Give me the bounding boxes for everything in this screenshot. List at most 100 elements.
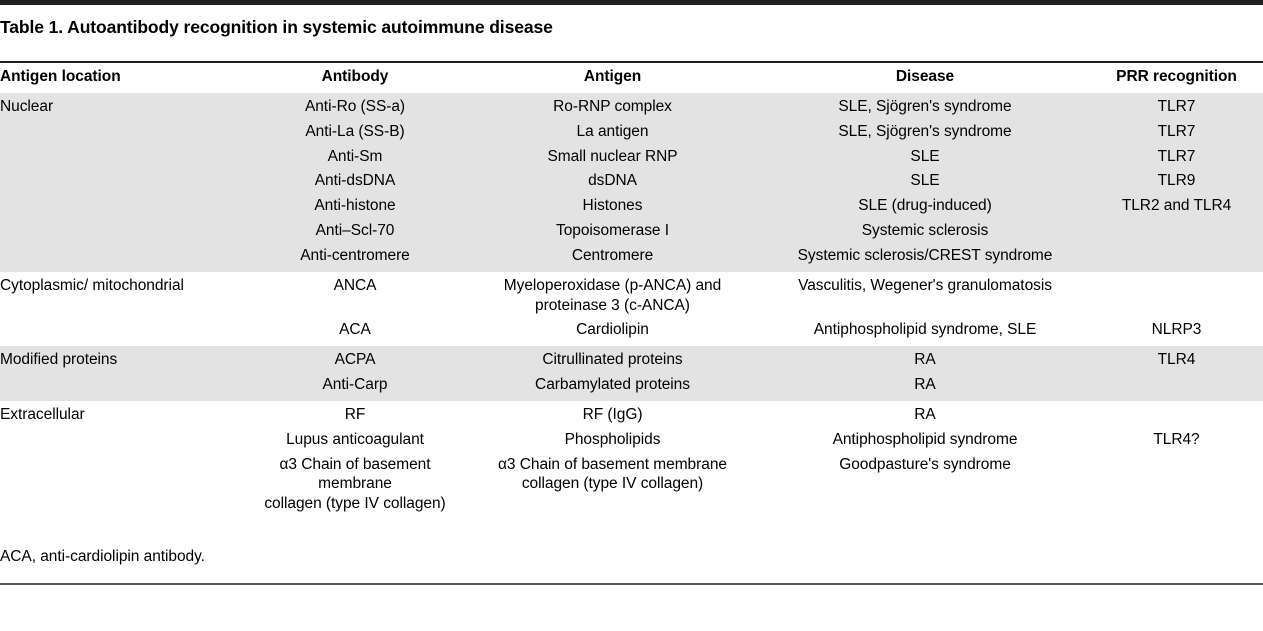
cell-disease: SLE — [760, 144, 1090, 170]
header-top-rule — [0, 61, 1263, 63]
cell-prr: TLR7 — [1090, 93, 1263, 120]
cell-disease: RA — [760, 373, 1090, 401]
cell-antigen_location: Cytoplasmic/ mitochondrial — [0, 271, 245, 319]
cell-antibody: Anti-Ro (SS-a) — [245, 93, 465, 120]
cell-prr: TLR4? — [1090, 427, 1263, 453]
cell-antigen: Topoisomerase I — [465, 219, 760, 244]
cell-antibody: ANCA — [245, 271, 465, 319]
cell-disease: SLE, Sjögren's syndrome — [760, 93, 1090, 120]
cell-prr — [1090, 373, 1263, 401]
cell-antigen: Phospholipids — [465, 427, 760, 453]
cell-prr: NLRP3 — [1090, 318, 1263, 347]
cell-disease: Antiphospholipid syndrome — [760, 427, 1090, 453]
cell-prr — [1090, 400, 1263, 428]
cell-disease: Goodpasture's syndrome — [760, 452, 1090, 521]
cell-antigen: Cardiolipin — [465, 318, 760, 347]
cell-antigen: dsDNA — [465, 169, 760, 195]
column-header-antigen: Antigen — [583, 68, 642, 85]
column-header-disease: Disease — [895, 68, 955, 85]
cell-antigen: Centromere — [465, 243, 760, 272]
cell-antibody: Anti-Sm — [245, 144, 465, 170]
cell-antibody: Anti-La (SS-B) — [245, 119, 465, 145]
cell-disease: SLE, Sjögren's syndrome — [760, 119, 1090, 145]
table-footnote: ACA, anti-cardiolipin antibody. — [0, 548, 205, 565]
cell-antigen_location — [0, 243, 245, 272]
cell-prr — [1090, 271, 1263, 319]
cell-prr: TLR9 — [1090, 169, 1263, 195]
cell-antibody: Anti-centromere — [245, 243, 465, 272]
cell-antigen: RF (IgG) — [465, 400, 760, 428]
cell-antigen: Small nuclear RNP — [465, 144, 760, 170]
cell-antigen_location: Nuclear — [0, 93, 245, 120]
cell-antigen_location — [0, 219, 245, 244]
cell-disease: SLE — [760, 169, 1090, 195]
table-top-rule — [0, 0, 1263, 5]
cell-disease: Antiphospholipid syndrome, SLE — [760, 318, 1090, 347]
cell-prr: TLR7 — [1090, 144, 1263, 170]
cell-disease: Vasculitis, Wegener's granulomatosis — [760, 271, 1090, 319]
column-header-antibody: Antibody — [321, 68, 389, 85]
cell-disease: RA — [760, 400, 1090, 428]
cell-antigen: Ro-RNP complex — [465, 93, 760, 120]
cell-antibody: ACA — [245, 318, 465, 347]
header-row: Antigen location Antibody Antigen Diseas… — [0, 62, 1263, 93]
cell-antigen: La antigen — [465, 119, 760, 145]
cell-antibody: Lupus anticoagulant — [245, 427, 465, 453]
cell-antigen: Carbamylated proteins — [465, 373, 760, 401]
column-header-prr-recognition: PRR recognition — [1116, 68, 1237, 85]
cell-prr — [1090, 219, 1263, 244]
cell-antigen_location — [0, 169, 245, 195]
cell-prr: TLR4 — [1090, 346, 1263, 374]
cell-antibody: Anti-dsDNA — [245, 169, 465, 195]
table-header: Antigen location Antibody Antigen Diseas… — [0, 62, 1263, 93]
cell-antigen: Citrullinated proteins — [465, 346, 760, 374]
cell-antigen_location — [0, 119, 245, 145]
cell-antigen_location — [0, 194, 245, 220]
cell-antigen: Histones — [465, 194, 760, 220]
cell-prr — [1090, 452, 1263, 521]
cell-prr: TLR7 — [1090, 119, 1263, 145]
cell-prr — [1090, 243, 1263, 272]
cell-antigen_location — [0, 373, 245, 401]
cell-prr: TLR2 and TLR4 — [1090, 194, 1263, 220]
table-title: Table 1. Autoantibody recognition in sys… — [0, 17, 553, 37]
cell-antigen_location — [0, 427, 245, 453]
cell-disease: Systemic sclerosis — [760, 219, 1090, 244]
cell-disease: SLE (drug-induced) — [760, 194, 1090, 220]
cell-antibody: RF — [245, 400, 465, 428]
cell-antigen_location: Modified proteins — [0, 346, 245, 374]
cell-antibody: Anti-histone — [245, 194, 465, 220]
cell-antibody: ACPA — [245, 346, 465, 374]
cell-antigen_location: Extracellular — [0, 400, 245, 428]
cell-disease: RA — [760, 346, 1090, 374]
cell-antigen_location — [0, 318, 245, 347]
column-header-antigen-location: Antigen location — [0, 68, 121, 85]
cell-disease: Systemic sclerosis/CREST syndrome — [760, 243, 1090, 272]
table-bottom-rule — [0, 583, 1263, 585]
cell-antibody: Anti-Carp — [245, 373, 465, 401]
cell-antigen_location — [0, 452, 245, 521]
cell-antigen_location — [0, 144, 245, 170]
cell-antibody: Anti–Scl-70 — [245, 219, 465, 244]
